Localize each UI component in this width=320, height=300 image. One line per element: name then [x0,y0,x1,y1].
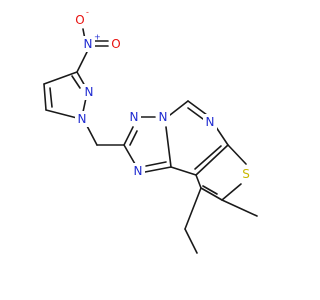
bond-c2-n1-b [129,130,138,146]
atom-pyrazole-n2: N [82,84,96,100]
bond-layer [43,28,258,254]
bond-c6a-c9b-a [195,144,229,176]
bond-c2-n1-a [123,126,134,146]
bond-c8-c9-a [200,187,223,201]
atom-oxygen-double-symbol: O [111,37,120,51]
atom-label-layer: O - N + O N N N [73,8,253,182]
bond-n6-c6a [215,126,229,146]
atom-nitro-nitrogen: N + [81,33,101,52]
bond-c9b-c9a [170,166,197,176]
atom-pyrazole-n1-symbol: N [78,112,87,126]
bond-nitro-c3 [76,51,88,73]
bond-n-bridge-c5 [169,100,189,116]
atom-pyrimidine-nitrogen: N [203,114,217,130]
atom-triazole-n4-symbol: N [134,164,143,178]
atom-triazole-n1-symbol: N [130,110,139,124]
bond-ethyl-ch3 [184,228,198,254]
bond-n1-n2 [82,97,87,113]
bond-c2-n4 [123,144,136,165]
atom-oxygen-double: O [109,36,123,52]
bond-c9-c9b [195,174,202,189]
atom-pyrazole-n2-symbol: N [85,85,94,99]
atom-pyrimidine-nitrogen-symbol: N [206,115,215,129]
bond-c3-n2-b [71,75,81,89]
molecule-structure-diagram: O - N + O N N N [43,8,258,254]
bond-n4-c9a-a [144,166,172,173]
bond-s-c8 [221,183,242,201]
atom-triazole-n1: N [127,109,141,125]
bond-n1-ch2 [85,123,98,146]
atom-triazole-n4: N [131,163,145,179]
bond-c9a-n-bridge [165,126,172,168]
bond-c6a-s [227,144,247,165]
atom-oxygen-anion-charge: - [86,8,89,17]
bond-c9-ch2 [184,187,202,230]
atom-bridgehead-nitrogen: N [156,109,170,125]
atom-bridgehead-nitrogen-symbol: N [159,110,168,124]
bond-c8-methyl [221,199,258,217]
bond-c4-c5-a [43,83,47,111]
atom-sulfur-symbol: S [242,167,250,181]
bond-n4-c9a-b [145,161,167,167]
atom-nitro-nitrogen-charge: + [94,33,101,42]
atom-oxygen-anion-symbol: O [75,13,84,27]
bond-c5-n6-b [187,107,204,120]
bond-c3-n2-a [76,71,86,87]
atom-nitro-nitrogen-symbol: N [84,37,93,51]
bond-c5-n1 [45,109,78,119]
bond-c6a-c9b-b [194,145,222,170]
atom-pyrazole-n1: N [75,111,89,127]
atom-sulfur: S [239,166,253,182]
bond-c4-c5-b [49,87,53,108]
bond-c8-c9-b [202,185,218,195]
bond-c5-n6-a [187,100,208,116]
atom-oxygen-anion: O - [73,8,89,28]
bond-c3-c4 [43,71,78,85]
